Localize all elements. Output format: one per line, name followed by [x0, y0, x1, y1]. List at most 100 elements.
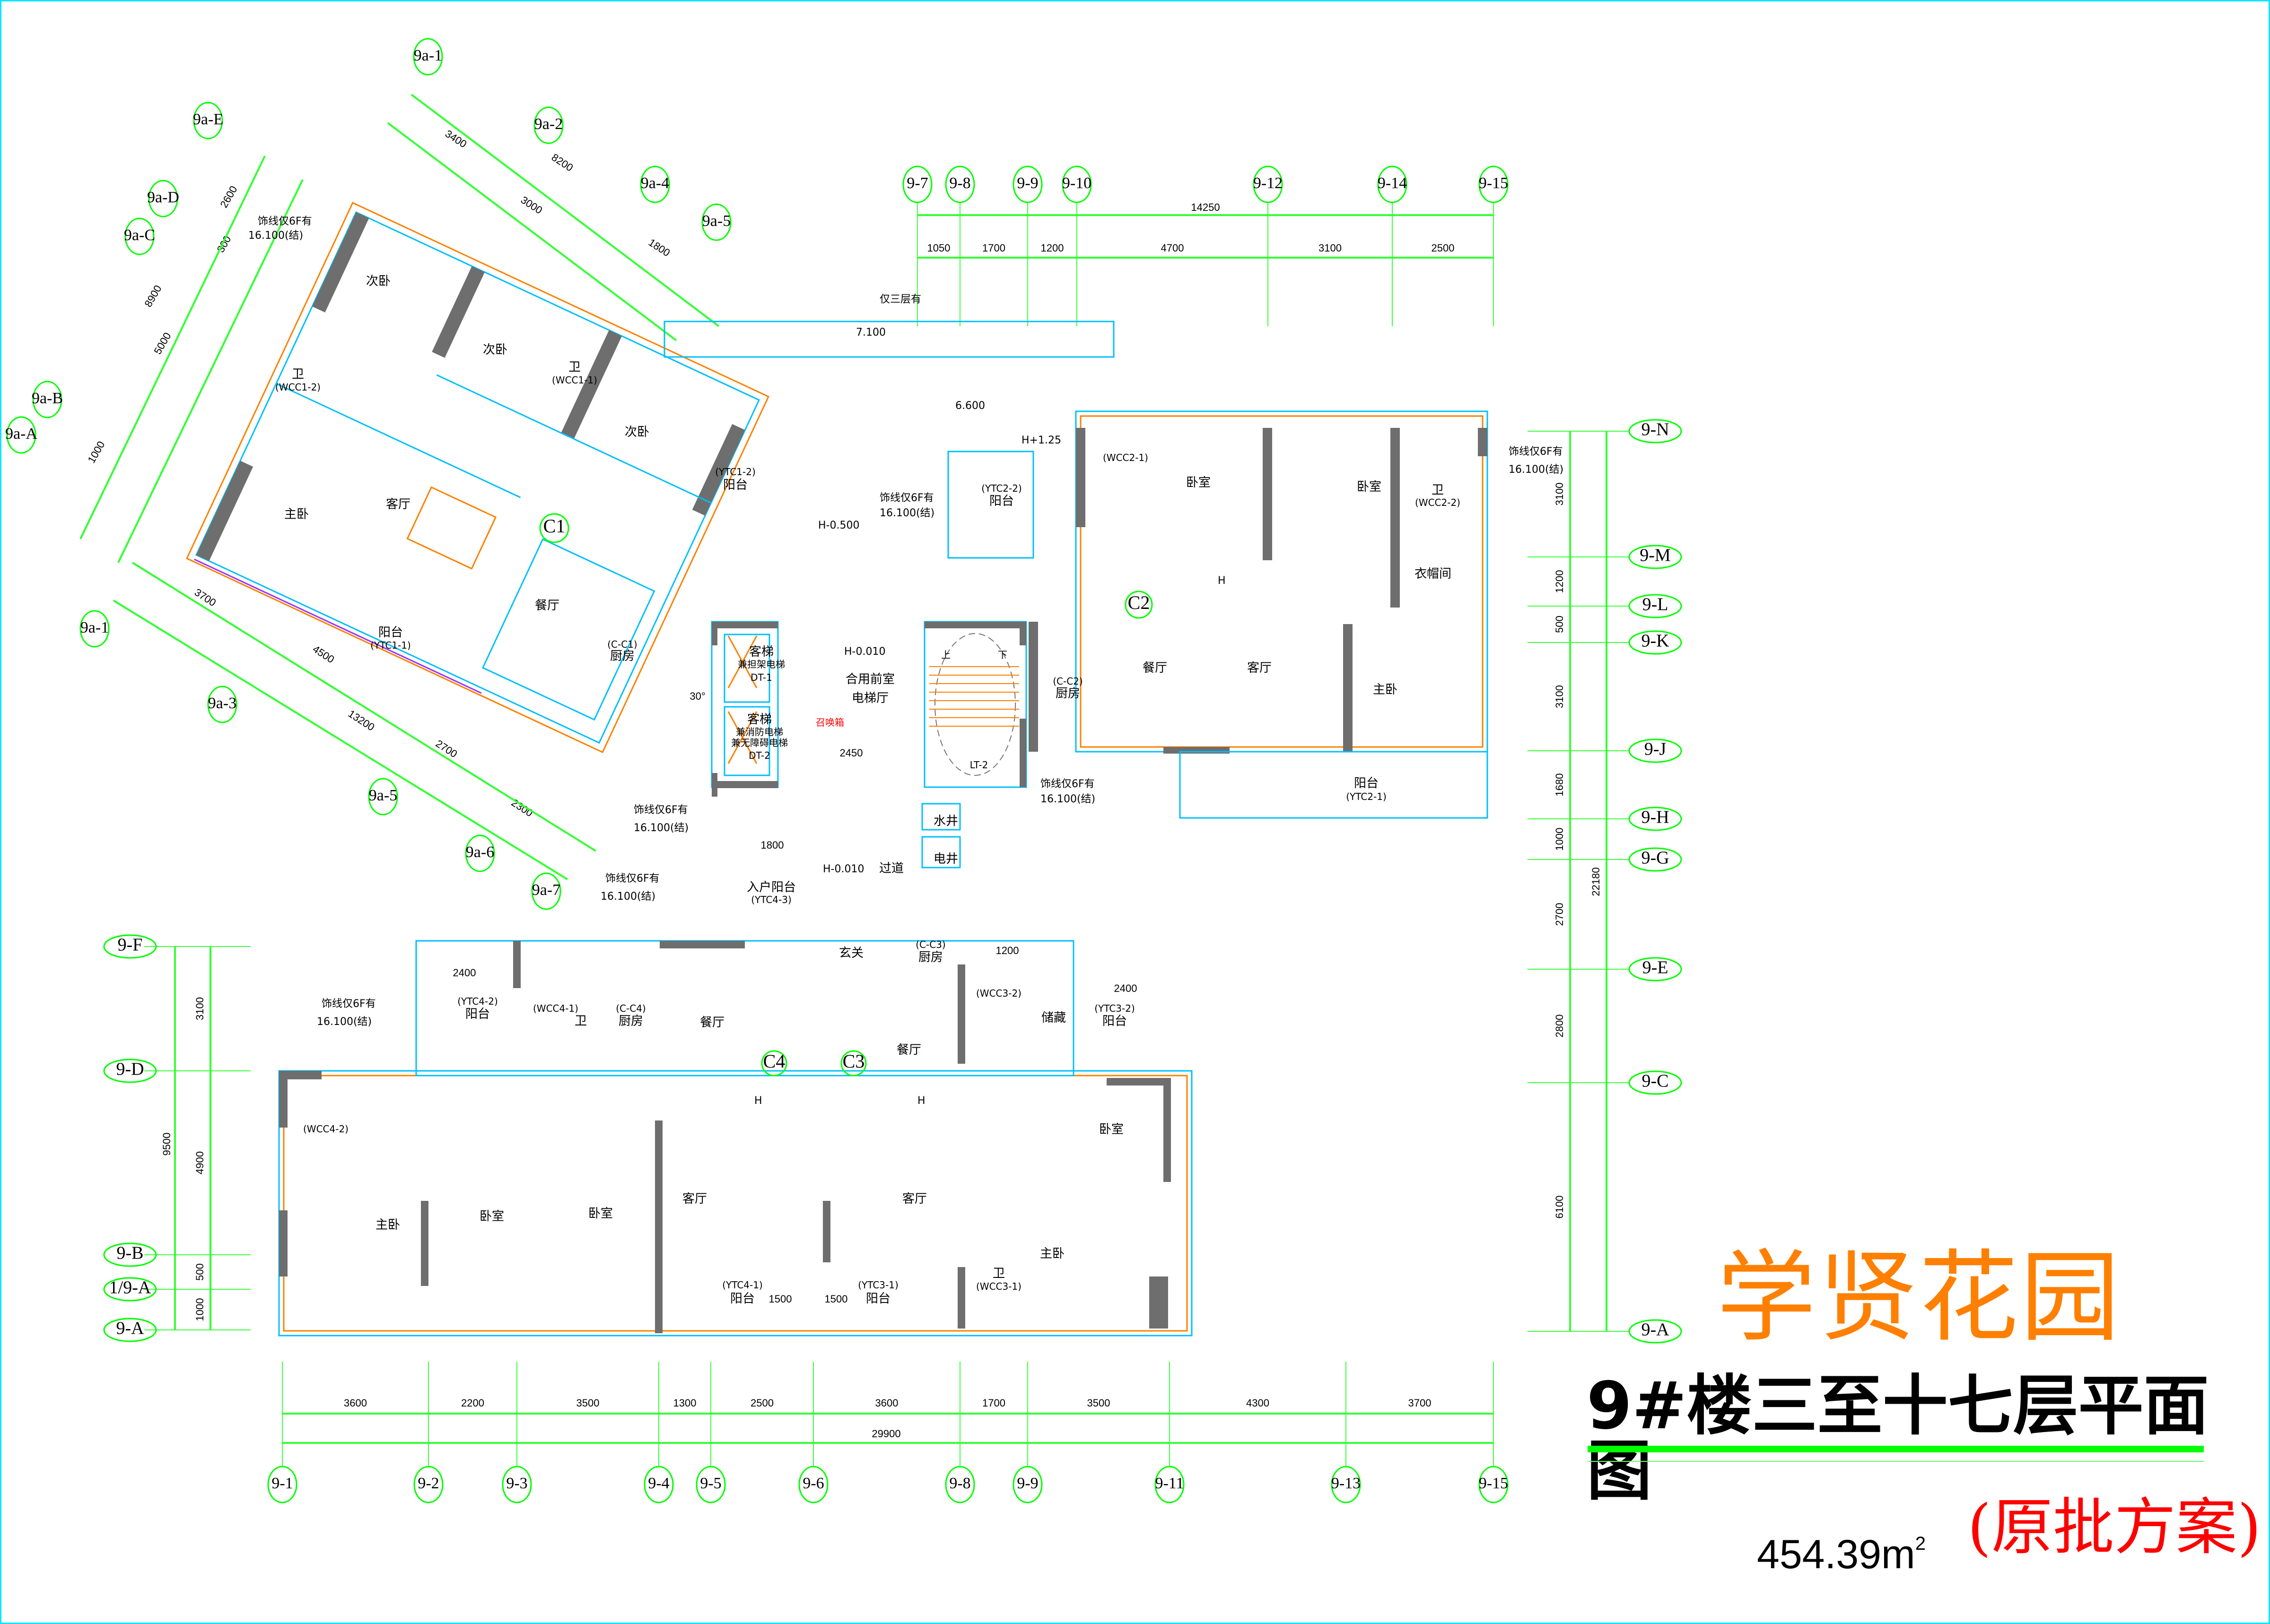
unit-c3-c4-plan: (C-C3) 厨房 储藏 (YTC3-2) 阳台 餐厅 卧室 主卧 卫 (WCC…	[278, 939, 1193, 1337]
axis-label: 9a-2	[534, 115, 563, 133]
axis-label: 9-K	[1641, 631, 1669, 651]
room-label: 合用前室	[846, 672, 895, 686]
trim-elevation: 16.100(结)	[880, 507, 934, 519]
room-label: 卧室	[1099, 1122, 1124, 1137]
axis-label: 9-15	[1479, 174, 1508, 192]
scheme-label: (原批方案)	[1967, 1491, 2261, 1563]
axis-label: 9-A	[116, 1319, 144, 1338]
room-label: 阳台	[465, 1007, 490, 1021]
axis-bubble	[531, 872, 561, 910]
axis-bubble	[798, 1466, 829, 1503]
axis-label: 9a-7	[532, 881, 560, 899]
dimension-text: 2200	[461, 1397, 484, 1409]
room-label: 储藏	[1041, 1011, 1066, 1025]
room-code: (WCC4-1)	[533, 1003, 578, 1014]
axis-label: 9-11	[1155, 1475, 1184, 1492]
trim-note: 饰线仅6F有	[258, 216, 312, 227]
dimension-text: 8200	[550, 151, 576, 174]
dimension-text: 4500	[311, 643, 337, 666]
dimension-text: 1200	[1554, 570, 1565, 593]
trim-note: 饰线仅6F有	[634, 804, 688, 816]
axis-bubble	[945, 165, 975, 203]
axis-bubble	[1628, 847, 1682, 872]
room-label: 入户阳台	[747, 880, 796, 895]
axis-bubble	[368, 778, 398, 816]
axis-label: 9-13	[1331, 1475, 1361, 1492]
room-label: 卧室	[588, 1207, 613, 1221]
dimension-text: 500	[194, 1263, 206, 1281]
axis-bubble	[1478, 165, 1509, 203]
elevator-id: DT-2	[749, 750, 770, 761]
call-box-label: 召唤箱	[816, 717, 844, 728]
room-label: 餐厅	[1143, 661, 1167, 675]
axis-label: 9-L	[1642, 595, 1668, 615]
axis-label: 9a-C	[124, 226, 155, 244]
axis-label: 9-9	[1017, 174, 1038, 192]
axis-label: 9-6	[803, 1475, 824, 1492]
dimension-text: 3700	[192, 586, 218, 609]
dimension-text: 1200	[1041, 242, 1064, 254]
room-code: (C-C2)	[1053, 676, 1083, 687]
dimension-total: 9500	[161, 1133, 173, 1156]
floor-area: 454.39m2	[1757, 1534, 1926, 1575]
room-label: 卫	[575, 1014, 587, 1028]
unit-label-c4: C4	[763, 1051, 786, 1072]
elevation-h125: H+1.25	[1022, 434, 1061, 446]
axis-label: 9-B	[117, 1243, 144, 1263]
axis-bubble	[1478, 1466, 1509, 1503]
dimension-text: 3400	[443, 128, 469, 150]
axis-bubble	[1331, 1466, 1361, 1503]
dimension-text: 2700	[434, 738, 460, 760]
axis-label: 9-C	[1642, 1071, 1669, 1091]
axis-bubble	[6, 416, 36, 454]
dimension-line	[410, 94, 720, 327]
room-label: 阳台	[730, 1292, 755, 1306]
dimension-text: 1000	[194, 1298, 206, 1321]
dimension-2450: 2450	[840, 747, 863, 759]
room-code: (WCC3-2)	[976, 988, 1022, 999]
axis-label: 9a-1	[414, 47, 442, 64]
axis-bubble	[193, 102, 223, 139]
axis-label: 9-8	[949, 1475, 970, 1492]
dimension-total: 14250	[1191, 201, 1220, 213]
room-label: 卧室	[480, 1209, 504, 1224]
core-plan: 客梯 兼担架电梯 DT-1 客梯 兼消防电梯 兼无障碍电梯 DT-2 合用前室 …	[711, 621, 1027, 960]
dimension-text: 3500	[576, 1397, 600, 1409]
axis-bubble	[1628, 419, 1682, 443]
drawing-title: 9#楼三至十七层平面图	[1587, 1368, 2209, 1509]
dimension-text: 6100	[1554, 1196, 1565, 1219]
area-value: 454.39m	[1757, 1532, 1915, 1577]
room-label: 次卧	[483, 343, 507, 357]
axis-bubble	[103, 1318, 157, 1342]
axis-label: 9-D	[116, 1060, 144, 1079]
axis-bubble	[1628, 594, 1682, 618]
elevator-label: 兼消防电梯	[736, 726, 783, 738]
room-label: 主卧	[284, 507, 309, 521]
dimension-1500: 1500	[769, 1293, 792, 1305]
room-label: 卫	[1432, 483, 1444, 497]
elevation-h: H	[754, 1095, 762, 1107]
room-code: (YTC1-1)	[370, 640, 411, 651]
axis-label: 9-9	[1017, 1475, 1038, 1492]
room-code: (WCC3-1)	[976, 1281, 1022, 1292]
trim-note: 饰线仅6F有	[1040, 778, 1095, 790]
dimension-text: 8900	[142, 283, 164, 309]
trim-note: 饰线仅6F有	[1509, 446, 1563, 458]
room-label: 主卧	[375, 1218, 400, 1232]
axis-label: 9-M	[1640, 546, 1670, 565]
dimension-2400: 2400	[1114, 982, 1137, 994]
room-label: 厨房	[918, 950, 943, 964]
room-label: 卫	[993, 1267, 1005, 1281]
unit-label-c2: C2	[1128, 592, 1150, 613]
axis-bubble	[103, 934, 157, 959]
axis-bubble	[1628, 630, 1682, 655]
unit-c1-plan	[186, 201, 769, 754]
room-label: 厨房	[610, 649, 635, 663]
dimension-text: 1050	[927, 242, 951, 254]
axis-bubble	[1154, 1466, 1185, 1503]
dimension-text: 1800	[646, 236, 672, 259]
room-code: (YTC3-2)	[1094, 1003, 1135, 1014]
elevator-id: DT-1	[751, 672, 772, 683]
